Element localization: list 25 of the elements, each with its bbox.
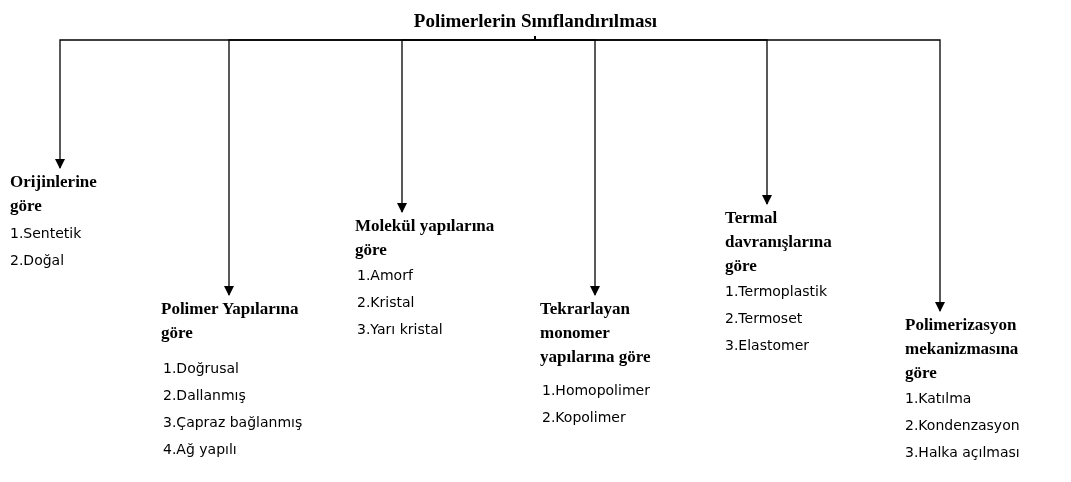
list-item: 1.Termoplastik <box>725 282 827 301</box>
list-item: 2.Doğal <box>10 251 65 270</box>
list-item: 3.Halka açılması <box>905 443 1020 462</box>
list-item: 2.Kopolimer <box>542 408 626 427</box>
list-item: 3.Elastomer <box>725 336 810 355</box>
list-item: 1.Doğrusal <box>163 359 239 378</box>
root-heading: Polimerlerin Sınıflandırılması <box>413 9 658 33</box>
list-item: 3.Yarı kristal <box>357 320 443 339</box>
category-heading: Tekrarlayan monomer yapılarına göre <box>540 298 652 368</box>
list-item: 1.Sentetik <box>10 224 82 243</box>
category-heading: Molekül yapılarına göre <box>355 215 496 261</box>
category-heading: Polimer Yapılarına göre <box>161 298 300 344</box>
list-item: 4.Ağ yapılı <box>163 440 237 459</box>
list-item: 2.Termoset <box>725 309 803 328</box>
list-item: 1.Homopolimer <box>542 381 650 400</box>
list-item: 2.Dallanmış <box>163 386 246 405</box>
category-heading: Orijinlerine göre <box>10 171 98 217</box>
category-heading: Polimerizasyon mekanizmasına göre <box>905 314 1020 384</box>
list-item: 1.Katılma <box>905 389 972 408</box>
category-heading: Termal davranışlarına göre <box>725 207 833 277</box>
list-item: 1.Amorf <box>357 266 413 285</box>
list-item: 2.Kondenzasyon <box>905 416 1020 435</box>
list-item: 2.Kristal <box>357 293 415 312</box>
list-item: 3.Çapraz bağlanmış <box>163 413 303 432</box>
arrow <box>534 35 945 312</box>
